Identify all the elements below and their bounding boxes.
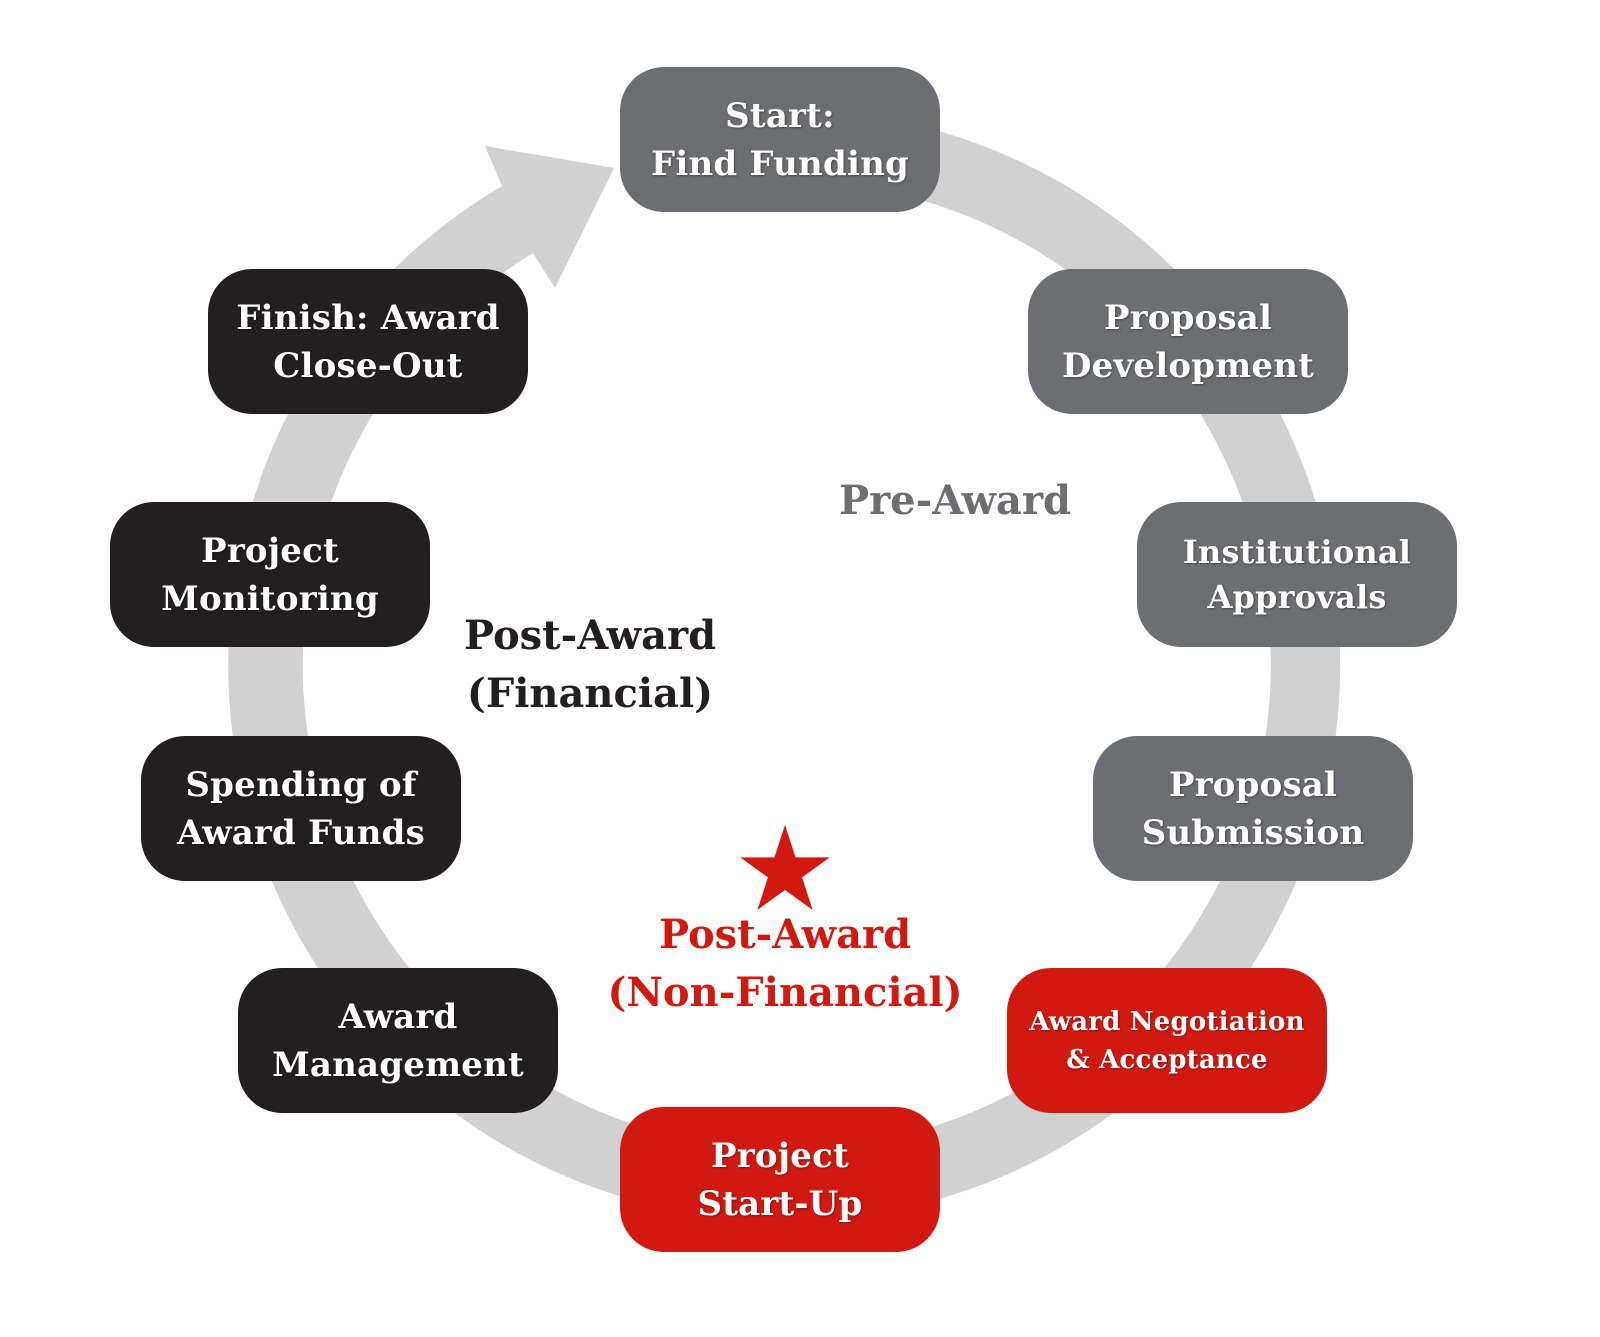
phase-label-post-award-financial: Post-Award (Financial) — [440, 607, 740, 723]
stage-label-line: Monitoring — [161, 578, 379, 619]
phase-label-line: Post-Award — [658, 911, 912, 958]
phase-label-line: Post-Award — [463, 612, 717, 659]
phase-label-line: (Financial) — [466, 670, 714, 717]
stage-label-line: Development — [1061, 345, 1315, 386]
stage-label-line: Award — [338, 996, 458, 1037]
stage-proposal-development[interactable]: Proposal Development — [1028, 269, 1348, 414]
stage-label-line: Proposal — [1168, 764, 1338, 805]
stage-label-line: Start-Up — [697, 1183, 863, 1224]
stage-label-line: Award Funds — [177, 812, 425, 853]
stage-label-line: Submission — [1141, 812, 1365, 853]
phase-label-line: (Non-Financial) — [607, 969, 963, 1016]
stage-label-line: Finish: Award — [236, 297, 500, 338]
stage-label-line: Proposal — [1103, 297, 1273, 338]
stage-label-line: Institutional — [1182, 532, 1412, 571]
stage-institutional-approvals[interactable]: Institutional Approvals — [1137, 502, 1457, 647]
stage-project-start-up[interactable]: Project Start-Up — [620, 1107, 940, 1252]
stage-label-line: Approvals — [1207, 577, 1387, 616]
phase-label-post-award-non-financial: Post-Award (Non-Financial) — [580, 906, 990, 1022]
stage-spending-of-award-funds[interactable]: Spending of Award Funds — [141, 736, 461, 881]
phase-label-pre-award: Pre-Award — [820, 472, 1090, 530]
stage-proposal-submission[interactable]: Proposal Submission — [1093, 736, 1413, 881]
stage-label-line: Find Funding — [651, 143, 909, 184]
stage-label-line: Close-Out — [273, 345, 463, 386]
stage-label-line: Management — [272, 1044, 524, 1085]
stage-award-management[interactable]: Award Management — [238, 968, 558, 1113]
stage-label-line: Project — [201, 530, 339, 571]
stage-label-line: Award Negotiation — [1029, 1006, 1305, 1037]
cycle-arrow-icon — [485, 146, 614, 288]
phase-label-line: Pre-Award — [838, 477, 1071, 524]
stage-project-monitoring[interactable]: Project Monitoring — [110, 502, 430, 647]
star-icon-shape — [740, 825, 830, 910]
stage-label-line: Start: — [725, 95, 835, 136]
star-icon — [740, 825, 830, 910]
stage-label-line: Project — [711, 1135, 849, 1176]
stage-award-close-out[interactable]: Finish: Award Close-Out — [208, 269, 528, 414]
stage-award-negotiation[interactable]: Award Negotiation & Acceptance — [1007, 968, 1327, 1113]
stage-label-line: & Acceptance — [1066, 1044, 1268, 1075]
stage-find-funding[interactable]: Start: Find Funding — [620, 67, 940, 212]
stage-label-line: Spending of — [185, 764, 417, 805]
